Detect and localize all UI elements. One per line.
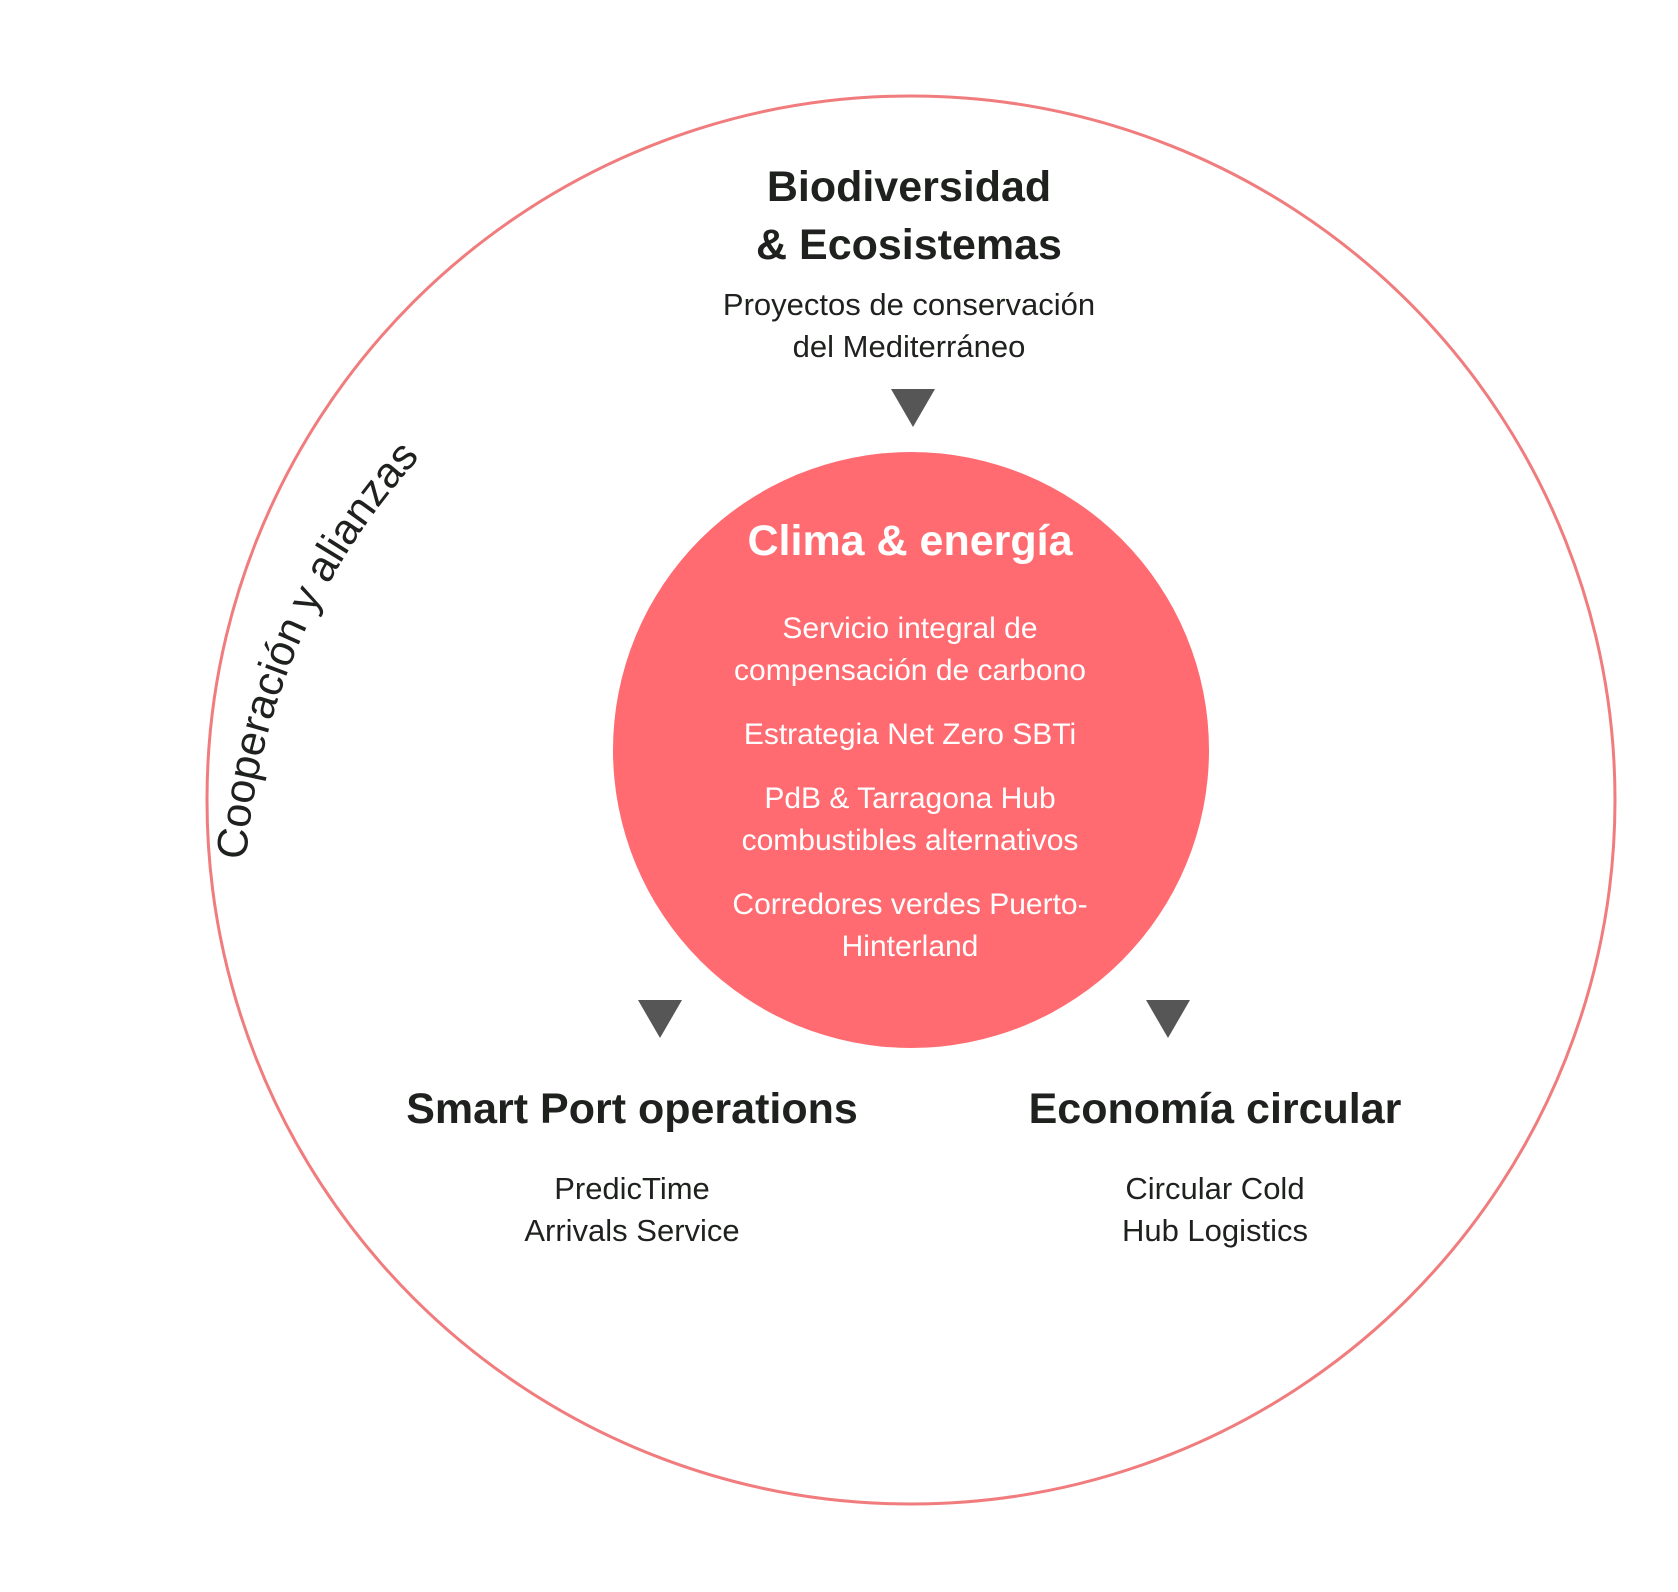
ring-label: Cooperación y alianzas xyxy=(208,432,428,861)
smart-port-sub-line: Arrivals Service xyxy=(524,1213,740,1248)
center-item-line: combustibles alternativos xyxy=(741,824,1079,857)
center-item-line: Servicio integral de xyxy=(782,612,1038,645)
ring-label-path: Cooperación y alianzas xyxy=(208,432,428,861)
center-item-alternative-fuels: PdB & Tarragona Hub combustibles alterna… xyxy=(640,778,1180,862)
biodiversity-section: Biodiversidad & Ecosistemas Proyectos de… xyxy=(629,158,1189,368)
climate-energy-section: Clima & energía Servicio integral de com… xyxy=(640,512,1180,968)
center-circle xyxy=(613,452,1209,1048)
biodiversity-sub-line: del Mediterráneo xyxy=(792,329,1026,364)
smart-port-section: Smart Port operations PredicTime Arrival… xyxy=(372,1080,892,1252)
center-item-green-corridors: Corredores verdes Puerto- Hinterland xyxy=(640,884,1180,968)
circular-economy-sub-line: Circular Cold xyxy=(1125,1171,1305,1206)
center-item-line: Corredores verdes Puerto- xyxy=(732,888,1088,921)
circular-economy-sub-line: Hub Logistics xyxy=(1121,1213,1309,1248)
center-item-line: Estrategia Net Zero SBTi xyxy=(743,718,1077,751)
center-item-net-zero: Estrategia Net Zero SBTi xyxy=(640,714,1180,756)
climate-energy-title: Clima & energía xyxy=(747,517,1073,565)
smart-port-sub-line: PredicTime xyxy=(554,1171,710,1206)
circular-economy-section: Economía circular Circular Cold Hub Logi… xyxy=(985,1080,1445,1252)
circular-economy-subtitle: Circular Cold Hub Logistics xyxy=(985,1168,1445,1252)
arrow-left xyxy=(638,1000,682,1038)
center-item-line: compensación de carbono xyxy=(734,654,1086,687)
center-item-carbon-compensation: Servicio integral de compensación de car… xyxy=(640,608,1180,692)
circular-economy-title: Economía circular xyxy=(1028,1085,1402,1133)
biodiversity-subtitle: Proyectos de conservación del Mediterrán… xyxy=(629,284,1189,368)
biodiversity-title-line: & Ecosistemas xyxy=(756,221,1062,269)
outer-ring xyxy=(205,94,1617,1506)
smart-port-title: Smart Port operations xyxy=(406,1085,858,1133)
smart-port-subtitle: PredicTime Arrivals Service xyxy=(372,1168,892,1252)
arrow-top xyxy=(891,389,935,427)
arrow-right xyxy=(1146,1000,1190,1038)
center-item-line: Hinterland xyxy=(841,930,979,963)
biodiversity-title: Biodiversidad & Ecosistemas xyxy=(629,158,1189,274)
biodiversity-sub-line: Proyectos de conservación xyxy=(722,287,1096,322)
center-item-line: PdB & Tarragona Hub xyxy=(764,782,1056,815)
biodiversity-title-line: Biodiversidad xyxy=(766,163,1052,211)
